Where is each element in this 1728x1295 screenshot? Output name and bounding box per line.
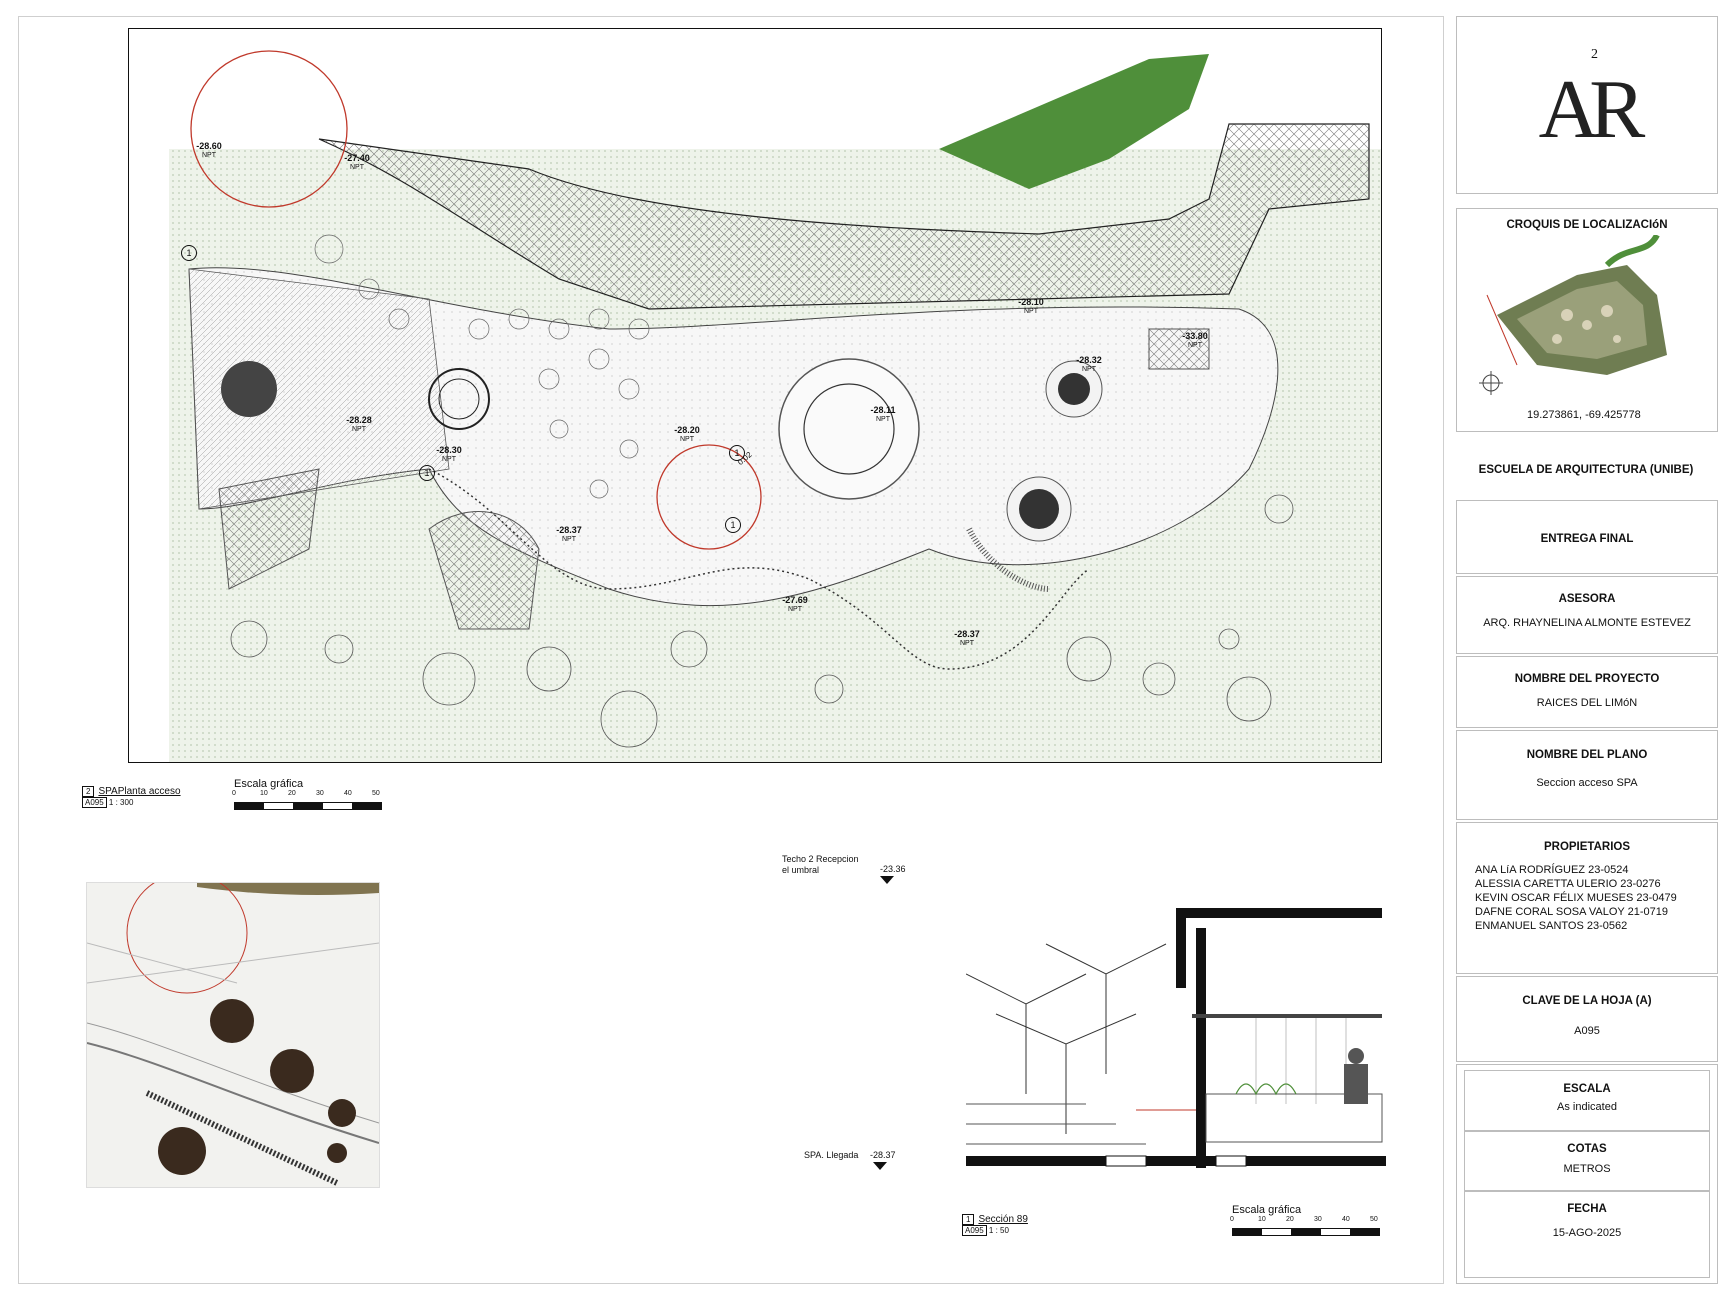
plan-name-box: NOMBRE DEL PLANO Seccion acceso SPA	[1456, 730, 1718, 820]
delivery-box: ENTREGA FINAL	[1456, 500, 1718, 574]
plaza	[188, 267, 1279, 606]
section-view-title: Sección 89	[978, 1214, 1028, 1225]
delivery-type: ENTREGA FINAL	[1540, 533, 1634, 545]
metadata-box	[1456, 1064, 1718, 1284]
owners-box: PROPIETARIOS ANA LíA RODRÍGUEZ 23-0524 A…	[1456, 822, 1718, 974]
plan-scale-bar: Escala gráfica 0 10 20 30 40 50	[232, 778, 382, 810]
school-name: ESCUELA DE ARQUITECTURA (UNIBE)	[1478, 464, 1694, 476]
owner-item: ANA LíA RODRÍGUEZ 23-0524	[1475, 864, 1629, 876]
scale-bar-title: Escala gráfica	[1232, 1204, 1302, 1216]
scale-tick: 30	[316, 790, 324, 797]
section-callout: 1	[181, 245, 197, 261]
aerial-render	[86, 882, 380, 1188]
sheet-key: A095	[1574, 1025, 1600, 1037]
date-value: 15-AGO-2025	[1552, 1227, 1622, 1239]
location-coordinates: 19.273861, -69.425778	[1527, 409, 1641, 421]
scale-tick: 10	[260, 790, 268, 797]
owner-item: KEVIN OSCAR FÉLIX MUESES 23-0479	[1475, 892, 1677, 904]
section-callout: 1	[419, 465, 435, 481]
scale-tick: 40	[1342, 1216, 1350, 1223]
spa-level-label: SPA. Llegada	[804, 1150, 859, 1160]
road-hatch	[318, 123, 1370, 310]
section-view-scale: 1 : 50	[988, 1226, 1009, 1235]
location-sketch-title: CROQUIS DE LOCALIZACIóN	[1506, 219, 1668, 231]
advisor-label: ASESORA	[1558, 593, 1616, 605]
logo: AR	[1538, 63, 1646, 156]
roof-level-marker	[880, 876, 894, 884]
project-label: NOMBRE DEL PROYECTO	[1514, 673, 1660, 685]
plan-view-sheet: A095	[82, 797, 107, 808]
scale-value: As indicated	[1557, 1101, 1617, 1113]
scale-label: ESCALA	[1563, 1083, 1611, 1095]
section-view-sheet: A095	[962, 1225, 987, 1236]
scale-tick: 10	[1258, 1216, 1266, 1223]
section-drawing	[965, 904, 1386, 1184]
advisor-name: ARQ. RHAYNELINA ALMONTE ESTEVEZ	[1483, 617, 1691, 629]
spa-level-value: -28.37	[870, 1150, 896, 1160]
units-value: METROS	[1563, 1163, 1611, 1175]
scale-tick: 30	[1314, 1216, 1322, 1223]
scale-tick: 0	[1230, 1216, 1234, 1223]
project-name: RAICES DEL LIMóN	[1536, 697, 1638, 709]
plan-name-label: NOMBRE DEL PLANO	[1526, 749, 1648, 761]
owner-item: ALESSIA CARETTA ULERIO 23-0276	[1475, 878, 1661, 890]
sheet-key-label: CLAVE DE LA HOJA (A)	[1522, 995, 1652, 1007]
callout-circle	[656, 444, 762, 550]
roof-level-value: -23.36	[880, 864, 906, 874]
scale-tick: 20	[1286, 1216, 1294, 1223]
location-sketch-box: CROQUIS DE LOCALIZACIóN 19.273861, -69.4…	[1456, 208, 1718, 432]
spa-level-marker	[873, 1162, 887, 1170]
section-callout: 1	[725, 517, 741, 533]
scale-tick: 0	[232, 790, 236, 797]
forest-edge	[939, 54, 1209, 189]
scale-box: ESCALA As indicated	[1464, 1070, 1710, 1132]
owner-item: DAFNE CORAL SOSA VALOY 21-0719	[1475, 906, 1668, 918]
plan-view-number: 2	[82, 786, 95, 797]
scale-tick: 50	[372, 790, 380, 797]
owner-item: ENMANUEL SANTOS 23-0562	[1475, 920, 1628, 932]
units-box: COTAS METROS	[1464, 1130, 1710, 1192]
section-scale-bar: Escala gráfica 0 10 20 30 40 50	[1230, 1204, 1380, 1236]
logo-box: 2 AR	[1456, 16, 1718, 194]
date-box: FECHA 15-AGO-2025	[1464, 1190, 1710, 1278]
scale-tick: 50	[1370, 1216, 1378, 1223]
project-box: NOMBRE DEL PROYECTO RAICES DEL LIMóN	[1456, 656, 1718, 728]
section-view-number: 1	[962, 1214, 975, 1225]
callout-circle	[190, 50, 348, 208]
logo-superscript: 2	[1591, 47, 1598, 62]
plan-view-title: SPAPlanta acceso	[98, 786, 181, 797]
plan-name: Seccion acceso SPA	[1536, 777, 1638, 789]
school-box: ESCUELA DE ARQUITECTURA (UNIBE)	[1456, 446, 1716, 486]
advisor-box: ASESORA ARQ. RHAYNELINA ALMONTE ESTEVEZ	[1456, 576, 1718, 654]
roof-level-label: Techo 2 Recepcion el umbral	[782, 854, 859, 875]
section-callout: 1	[729, 445, 745, 461]
sheet-frame	[18, 16, 1444, 1284]
location-map	[1479, 235, 1667, 395]
units-label: COTAS	[1567, 1143, 1607, 1155]
sheet-key-box: CLAVE DE LA HOJA (A) A095	[1456, 976, 1718, 1062]
scale-tick: 40	[344, 790, 352, 797]
plan-view-scale: 1 : 300	[108, 798, 134, 807]
scale-bar-title: Escala gráfica	[234, 778, 304, 790]
scale-tick: 20	[288, 790, 296, 797]
date-label: FECHA	[1567, 1203, 1607, 1215]
owners-label: PROPIETARIOS	[1543, 841, 1631, 853]
site-plan-drawing	[129, 29, 1381, 762]
